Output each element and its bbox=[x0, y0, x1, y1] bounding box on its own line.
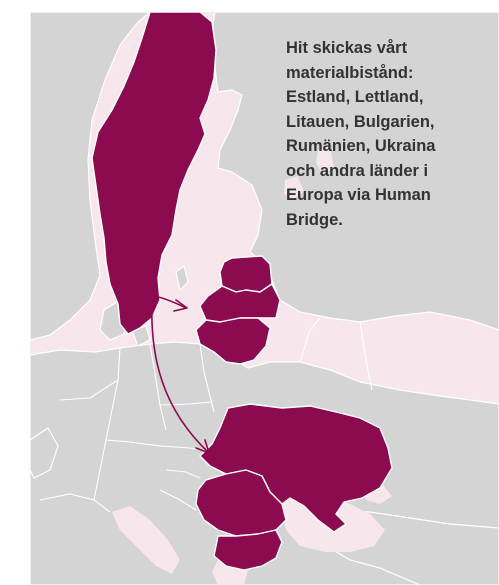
adriatic-sea bbox=[112, 506, 180, 574]
country-ukraine bbox=[199, 403, 393, 533]
border-line bbox=[39, 493, 111, 513]
land-norway bbox=[30, 12, 151, 341]
land-gotland bbox=[175, 264, 189, 292]
land-uk-fragment bbox=[30, 427, 59, 479]
country-latvia bbox=[199, 283, 281, 323]
border-line bbox=[359, 321, 373, 391]
border-line bbox=[159, 401, 213, 406]
arrow-to-baltics-head bbox=[173, 299, 188, 312]
europe-map bbox=[30, 12, 499, 585]
arrow-to-ukraine-head bbox=[195, 439, 210, 454]
lake-ladoga bbox=[284, 176, 304, 200]
internal-borders bbox=[39, 317, 373, 561]
map-frame bbox=[30, 12, 499, 585]
border-line bbox=[159, 489, 197, 511]
border-line bbox=[299, 317, 321, 363]
arrow-to-baltics bbox=[153, 295, 187, 309]
border-line bbox=[165, 469, 201, 479]
land-finland-russia-north bbox=[211, 12, 499, 331]
aid-destinations-caption: Hit skickas vårt materialbistånd: Estlan… bbox=[286, 39, 436, 229]
country-lithuania bbox=[195, 317, 271, 365]
arrow-to-ukraine bbox=[151, 301, 209, 453]
arrows bbox=[151, 295, 210, 454]
lake-onega bbox=[316, 146, 334, 174]
country-estonia bbox=[219, 255, 273, 293]
country-bulgaria bbox=[213, 529, 283, 571]
highlighted-countries bbox=[91, 12, 393, 571]
border-line bbox=[59, 379, 119, 401]
border-line bbox=[199, 343, 215, 413]
border-line bbox=[93, 347, 121, 501]
border-line bbox=[149, 343, 167, 431]
